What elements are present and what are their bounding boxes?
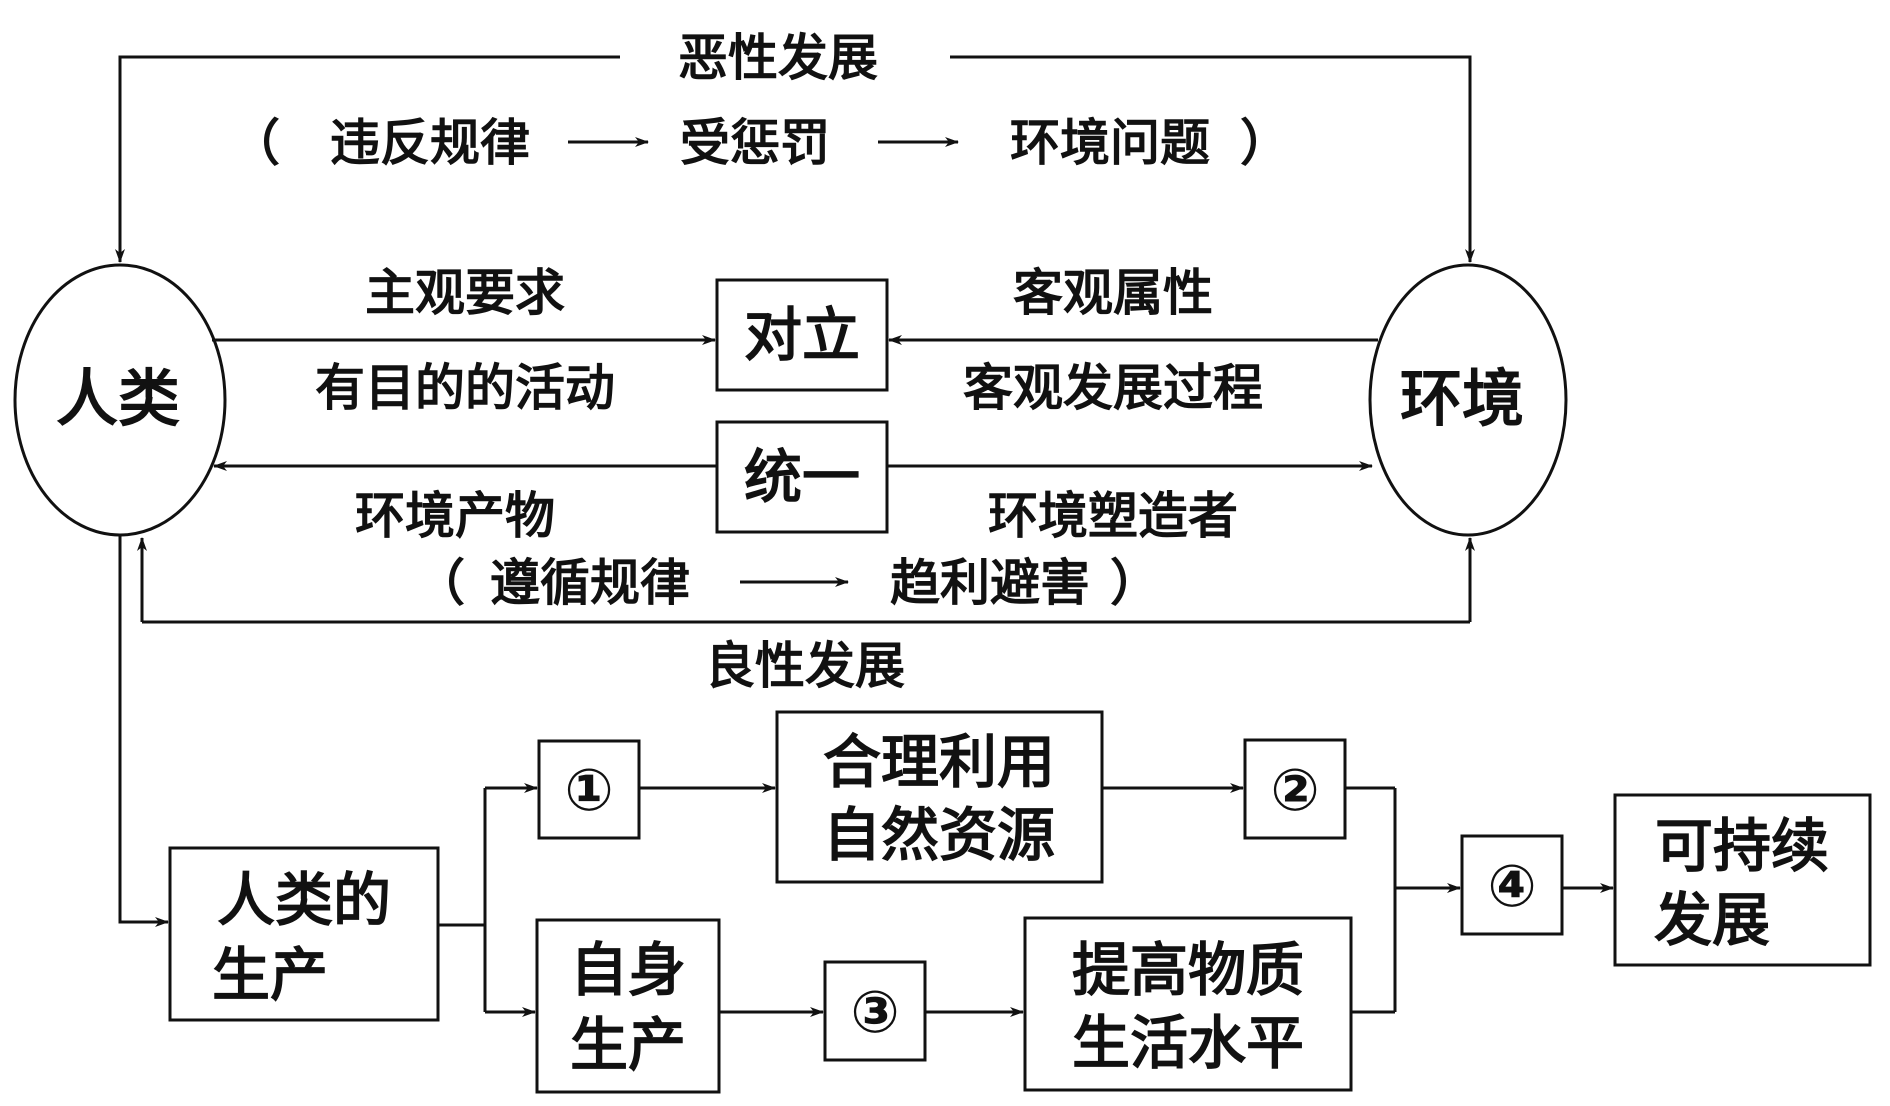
blank2-label: ② bbox=[1270, 756, 1319, 824]
purposeful-activity-label: 有目的的活动 bbox=[315, 359, 615, 417]
unity-label: 统一 bbox=[744, 443, 860, 511]
objective-attribute-label: 客观属性 bbox=[1013, 264, 1213, 322]
benign-step-follow-law: 遵循规律 bbox=[490, 554, 690, 612]
benign-chain-close: ） bbox=[1110, 554, 1160, 612]
benign-chain-open: （ bbox=[415, 554, 465, 612]
environment-label: 环境 bbox=[1400, 362, 1524, 435]
vicious-development-label: 恶性发展 bbox=[678, 29, 878, 87]
opposition-box bbox=[715, 278, 889, 392]
vicious-loop-line-left bbox=[115, 55, 620, 263]
blank2-box bbox=[1243, 738, 1347, 840]
subjective-demand-label: 主观要求 bbox=[365, 264, 565, 322]
benign-step-seek-benefit: 趋利避害 bbox=[890, 554, 1090, 612]
vicious-step-env-problem: 环境问题 bbox=[1010, 114, 1210, 172]
blank3-label: ③ bbox=[850, 978, 899, 1046]
opposition-label: 对立 bbox=[744, 301, 860, 369]
human-production-line2: 生产 bbox=[212, 941, 328, 1009]
sustainable-box bbox=[1613, 793, 1872, 967]
vicious-chain-close: ） bbox=[1240, 114, 1290, 172]
living-standard-box bbox=[1023, 916, 1353, 1092]
benign-loop bbox=[137, 537, 1475, 624]
blank1-label: ① bbox=[564, 756, 613, 824]
sustainable-line2: 发展 bbox=[1654, 886, 1770, 954]
vicious-step-punished: 受惩罚 bbox=[680, 114, 830, 172]
env-shaper-label: 环境塑造者 bbox=[988, 487, 1238, 545]
self-production-line2: 生产 bbox=[570, 1011, 686, 1079]
humans-label: 人类 bbox=[56, 362, 180, 435]
objective-process-label: 客观发展过程 bbox=[963, 359, 1263, 417]
vicious-loop-line-right bbox=[950, 55, 1475, 263]
human-production-box bbox=[168, 846, 440, 1022]
humans-to-production-line bbox=[118, 535, 169, 927]
blank3-box bbox=[823, 960, 927, 1062]
living-standard-line2: 生活水平 bbox=[1072, 1009, 1304, 1077]
vicious-chain-open: （ bbox=[230, 114, 280, 172]
benign-development-label: 良性发展 bbox=[705, 637, 905, 695]
unity-box bbox=[715, 420, 889, 534]
blank1-box bbox=[537, 739, 641, 840]
living-standard-line1: 提高物质 bbox=[1072, 936, 1304, 1004]
blank4-box bbox=[1460, 834, 1564, 936]
environment-node bbox=[1368, 263, 1568, 537]
self-production-line1: 自身 bbox=[570, 936, 686, 1004]
self-production-box bbox=[535, 918, 721, 1094]
sustainable-line1: 可持续 bbox=[1655, 812, 1829, 880]
blank4-label: ④ bbox=[1487, 852, 1536, 920]
vicious-loop bbox=[115, 55, 1475, 263]
human-production-line1: 人类的 bbox=[217, 866, 391, 934]
rational-use-box bbox=[775, 710, 1104, 884]
rational-use-line1: 合理利用 bbox=[823, 728, 1055, 796]
vicious-step-violate-law: 违反规律 bbox=[330, 114, 530, 172]
rational-use-line2: 自然资源 bbox=[823, 801, 1055, 869]
env-product-label: 环境产物 bbox=[355, 487, 555, 545]
